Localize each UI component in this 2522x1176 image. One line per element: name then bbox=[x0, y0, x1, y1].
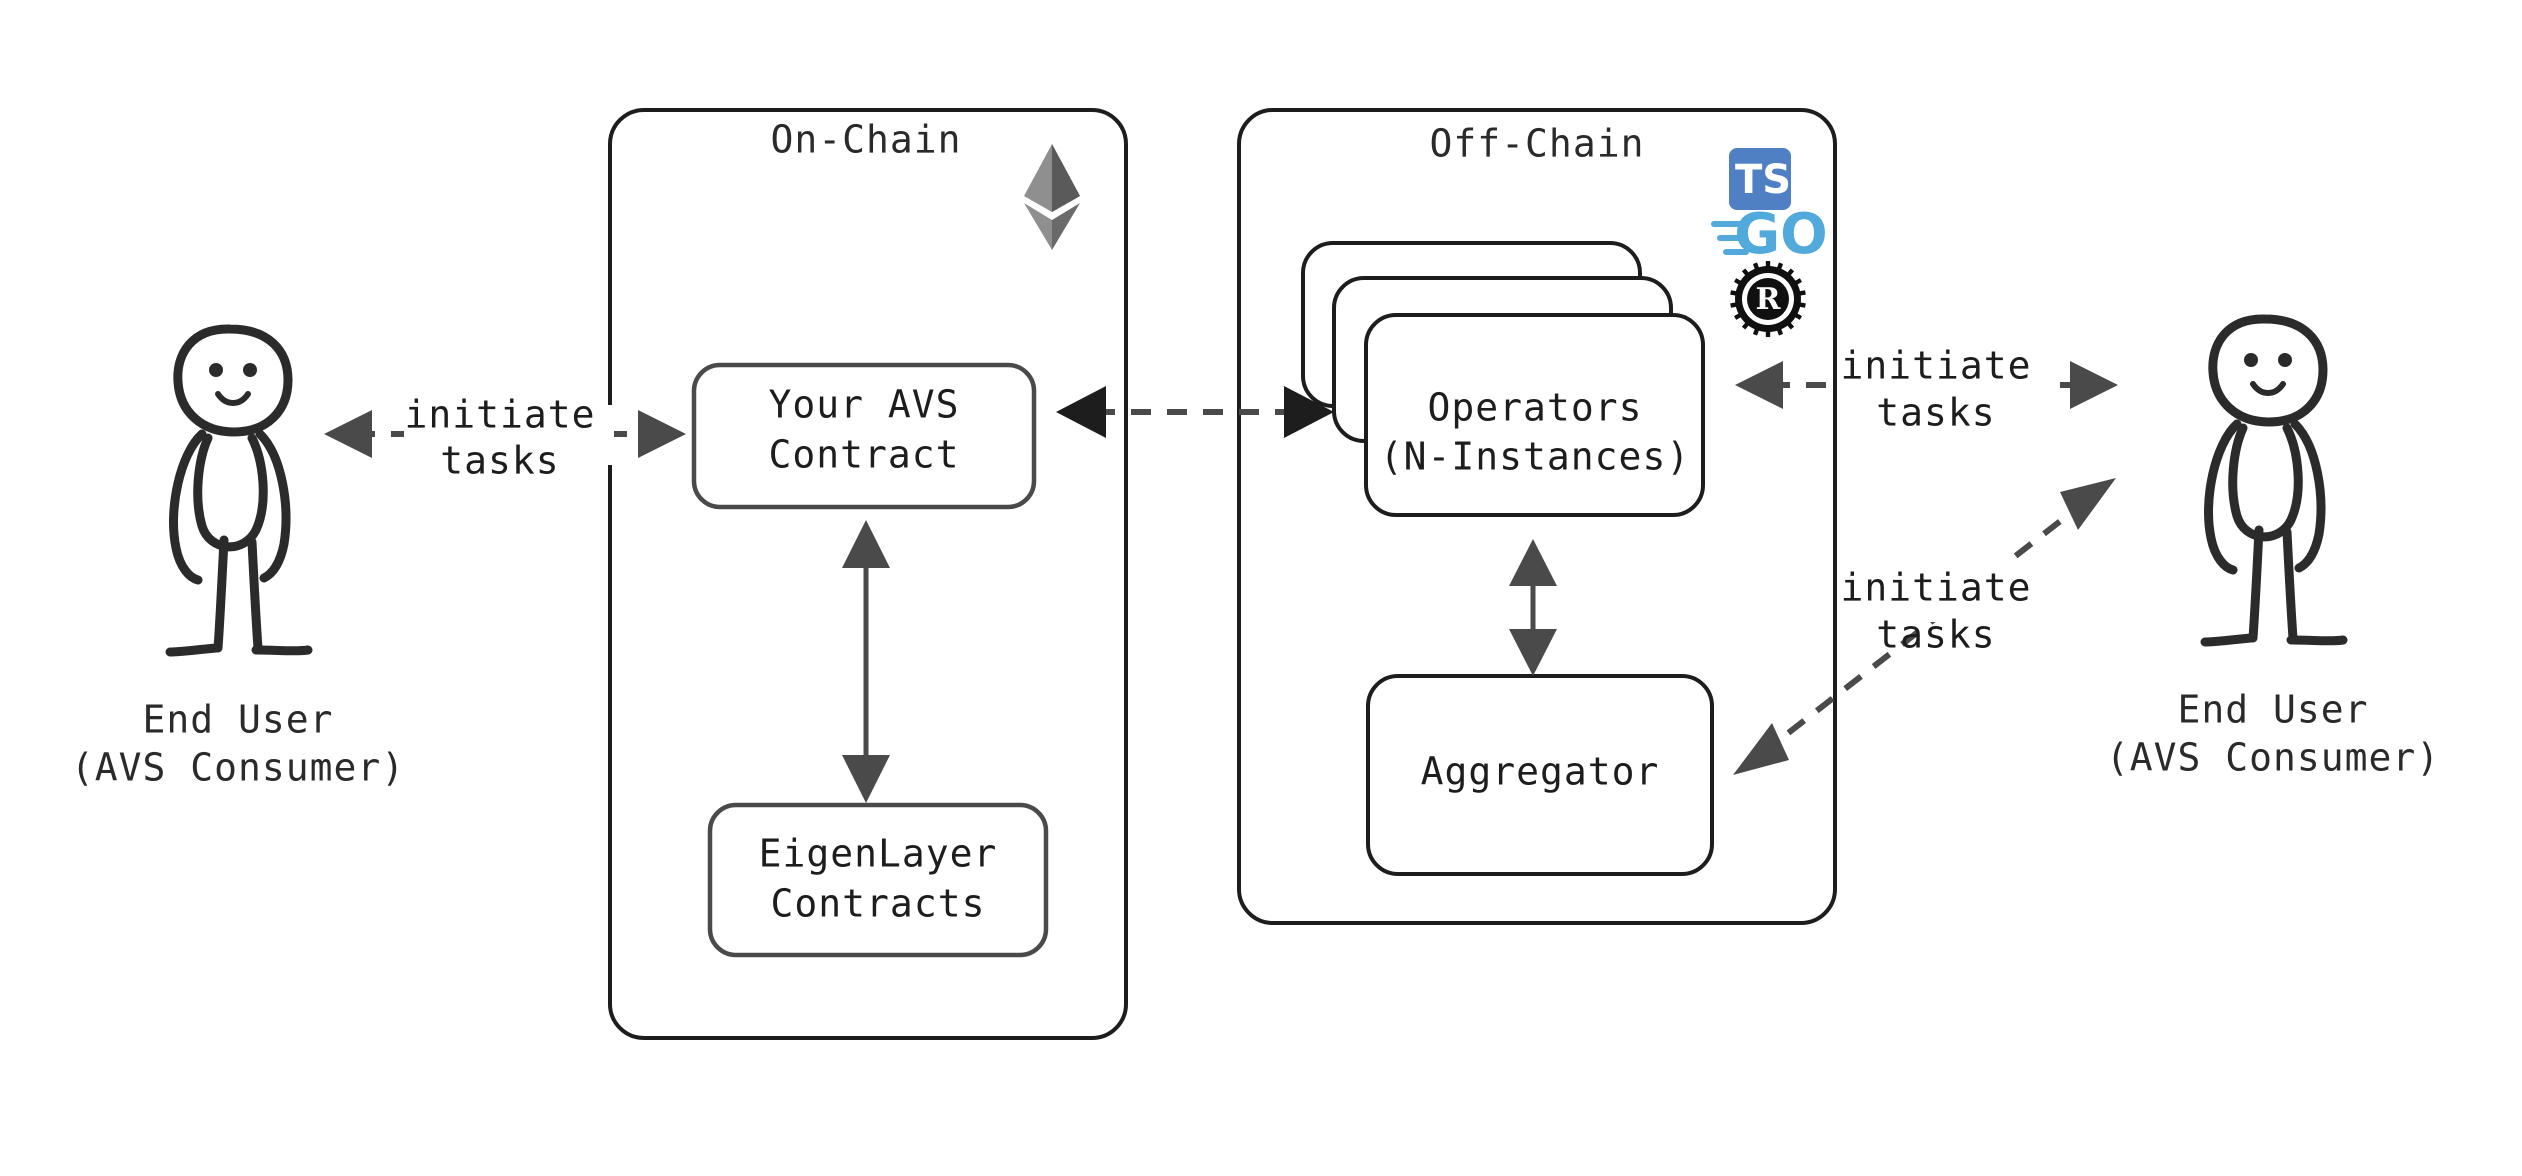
right-user-eye-left bbox=[2244, 353, 2258, 367]
right-bottom-label-line1: initiate bbox=[1840, 566, 2031, 610]
right-top-label-line2: tasks bbox=[1876, 391, 1995, 435]
left-user-eye-right bbox=[243, 363, 257, 377]
edge-left-initiate-tasks: initiate tasks bbox=[324, 393, 686, 483]
aggregator-box[interactable] bbox=[1366, 674, 1714, 876]
rust-icon: R bbox=[1730, 261, 1806, 337]
your-avs-contract-box[interactable] bbox=[691, 362, 1037, 510]
rust-label: R bbox=[1756, 282, 1782, 317]
avs-operators-arrowhead-west bbox=[1056, 386, 1106, 438]
left-user-head bbox=[173, 324, 293, 437]
right-user-foot-left bbox=[2200, 633, 2256, 647]
node-operators[interactable]: Operators (N-Instances) bbox=[1301, 241, 1705, 517]
right-bottom-arrowhead-southwest bbox=[1733, 723, 1789, 775]
left-user-arm-right bbox=[255, 429, 291, 583]
on-chain-title: On-Chain bbox=[770, 118, 961, 162]
right-user-torso bbox=[2228, 423, 2303, 542]
node-your-avs-contract[interactable]: Your AVS Contract bbox=[691, 362, 1037, 510]
your-avs-contract-line2: Contract bbox=[768, 433, 959, 477]
left-arrowhead-east bbox=[638, 410, 686, 458]
typescript-label: TS bbox=[1735, 157, 1791, 203]
edge-right-initiate-tasks-bottom: initiate tasks bbox=[1733, 478, 2116, 775]
actor-right-end-user[interactable]: End User (AVS Consumer) bbox=[2106, 314, 2440, 780]
right-user-arm-left bbox=[2204, 419, 2242, 575]
left-user-label-line1: End User bbox=[142, 698, 333, 742]
right-user-label-line2: (AVS Consumer) bbox=[2106, 736, 2440, 780]
avs-eigenlayer-arrowhead-down bbox=[842, 755, 890, 803]
left-user-foot-left bbox=[165, 643, 221, 657]
left-initiate-label-line2: tasks bbox=[440, 439, 559, 483]
left-user-arm-left bbox=[169, 429, 207, 585]
actor-left-end-user[interactable]: End User (AVS Consumer) bbox=[71, 324, 405, 790]
off-chain-title: Off-Chain bbox=[1430, 122, 1645, 166]
right-user-label-line1: End User bbox=[2177, 688, 2368, 732]
operators-aggregator-arrowhead-down bbox=[1509, 629, 1557, 676]
left-user-leg-right bbox=[247, 537, 263, 653]
left-user-leg-left bbox=[213, 535, 229, 653]
edge-right-initiate-tasks-top: initiate tasks bbox=[1735, 344, 2118, 435]
edge-avs-operators bbox=[1056, 386, 1334, 438]
left-label-backing bbox=[404, 405, 614, 465]
left-user-label-line2: (AVS Consumer) bbox=[71, 746, 405, 790]
avs-eigenlayer-arrowhead-up bbox=[842, 520, 890, 568]
right-top-arrowhead-east bbox=[2070, 361, 2118, 409]
right-top-label-line1: initiate bbox=[1840, 344, 2031, 388]
right-user-arm-right bbox=[2290, 419, 2326, 573]
right-user-eye-right bbox=[2278, 353, 2292, 367]
eigenlayer-contracts-box[interactable] bbox=[707, 802, 1049, 958]
golang-icon: GO bbox=[1711, 202, 1828, 267]
right-user-foot-right bbox=[2286, 635, 2348, 646]
left-user-torso bbox=[193, 433, 268, 552]
your-avs-contract-line1: Your AVS bbox=[768, 383, 959, 427]
node-eigenlayer-contracts[interactable]: EigenLayer Contracts bbox=[707, 802, 1049, 958]
left-user-smile bbox=[215, 391, 251, 406]
left-initiate-label-line1: initiate bbox=[404, 393, 595, 437]
operators-line2: (N-Instances) bbox=[1380, 435, 1690, 479]
operators-line1: Operators bbox=[1428, 386, 1643, 430]
golang-label: GO bbox=[1734, 202, 1828, 267]
operators-card-front[interactable] bbox=[1364, 313, 1705, 517]
operators-aggregator-arrowhead-up bbox=[1509, 539, 1557, 586]
edge-avs-eigenlayer bbox=[842, 520, 890, 803]
left-user-eye-left bbox=[209, 363, 223, 377]
left-arrowhead-west bbox=[324, 410, 372, 458]
eigenlayer-contracts-line2: Contracts bbox=[771, 882, 986, 926]
right-top-label-backing bbox=[1840, 355, 2060, 417]
right-user-leg-right bbox=[2282, 527, 2298, 643]
eigenlayer-contracts-line1: EigenLayer bbox=[759, 832, 998, 876]
right-user-smile bbox=[2250, 381, 2286, 396]
right-user-head bbox=[2208, 314, 2328, 427]
right-bottom-arrowhead-northeast bbox=[2060, 478, 2116, 530]
right-top-arrowhead-west bbox=[1735, 361, 1783, 409]
avs-operators-arrowhead-east bbox=[1284, 386, 1334, 438]
left-user-foot-right bbox=[251, 645, 313, 656]
node-aggregator[interactable]: Aggregator bbox=[1366, 674, 1714, 876]
right-user-leg-left bbox=[2248, 525, 2264, 643]
right-bottom-label-line2: tasks bbox=[1876, 613, 1995, 657]
typescript-icon: TS bbox=[1729, 148, 1791, 210]
aggregator-label: Aggregator bbox=[1421, 750, 1660, 794]
right-bottom-label-backing bbox=[1840, 558, 2062, 622]
ethereum-icon bbox=[1024, 144, 1080, 250]
edge-operators-aggregator bbox=[1509, 539, 1557, 676]
